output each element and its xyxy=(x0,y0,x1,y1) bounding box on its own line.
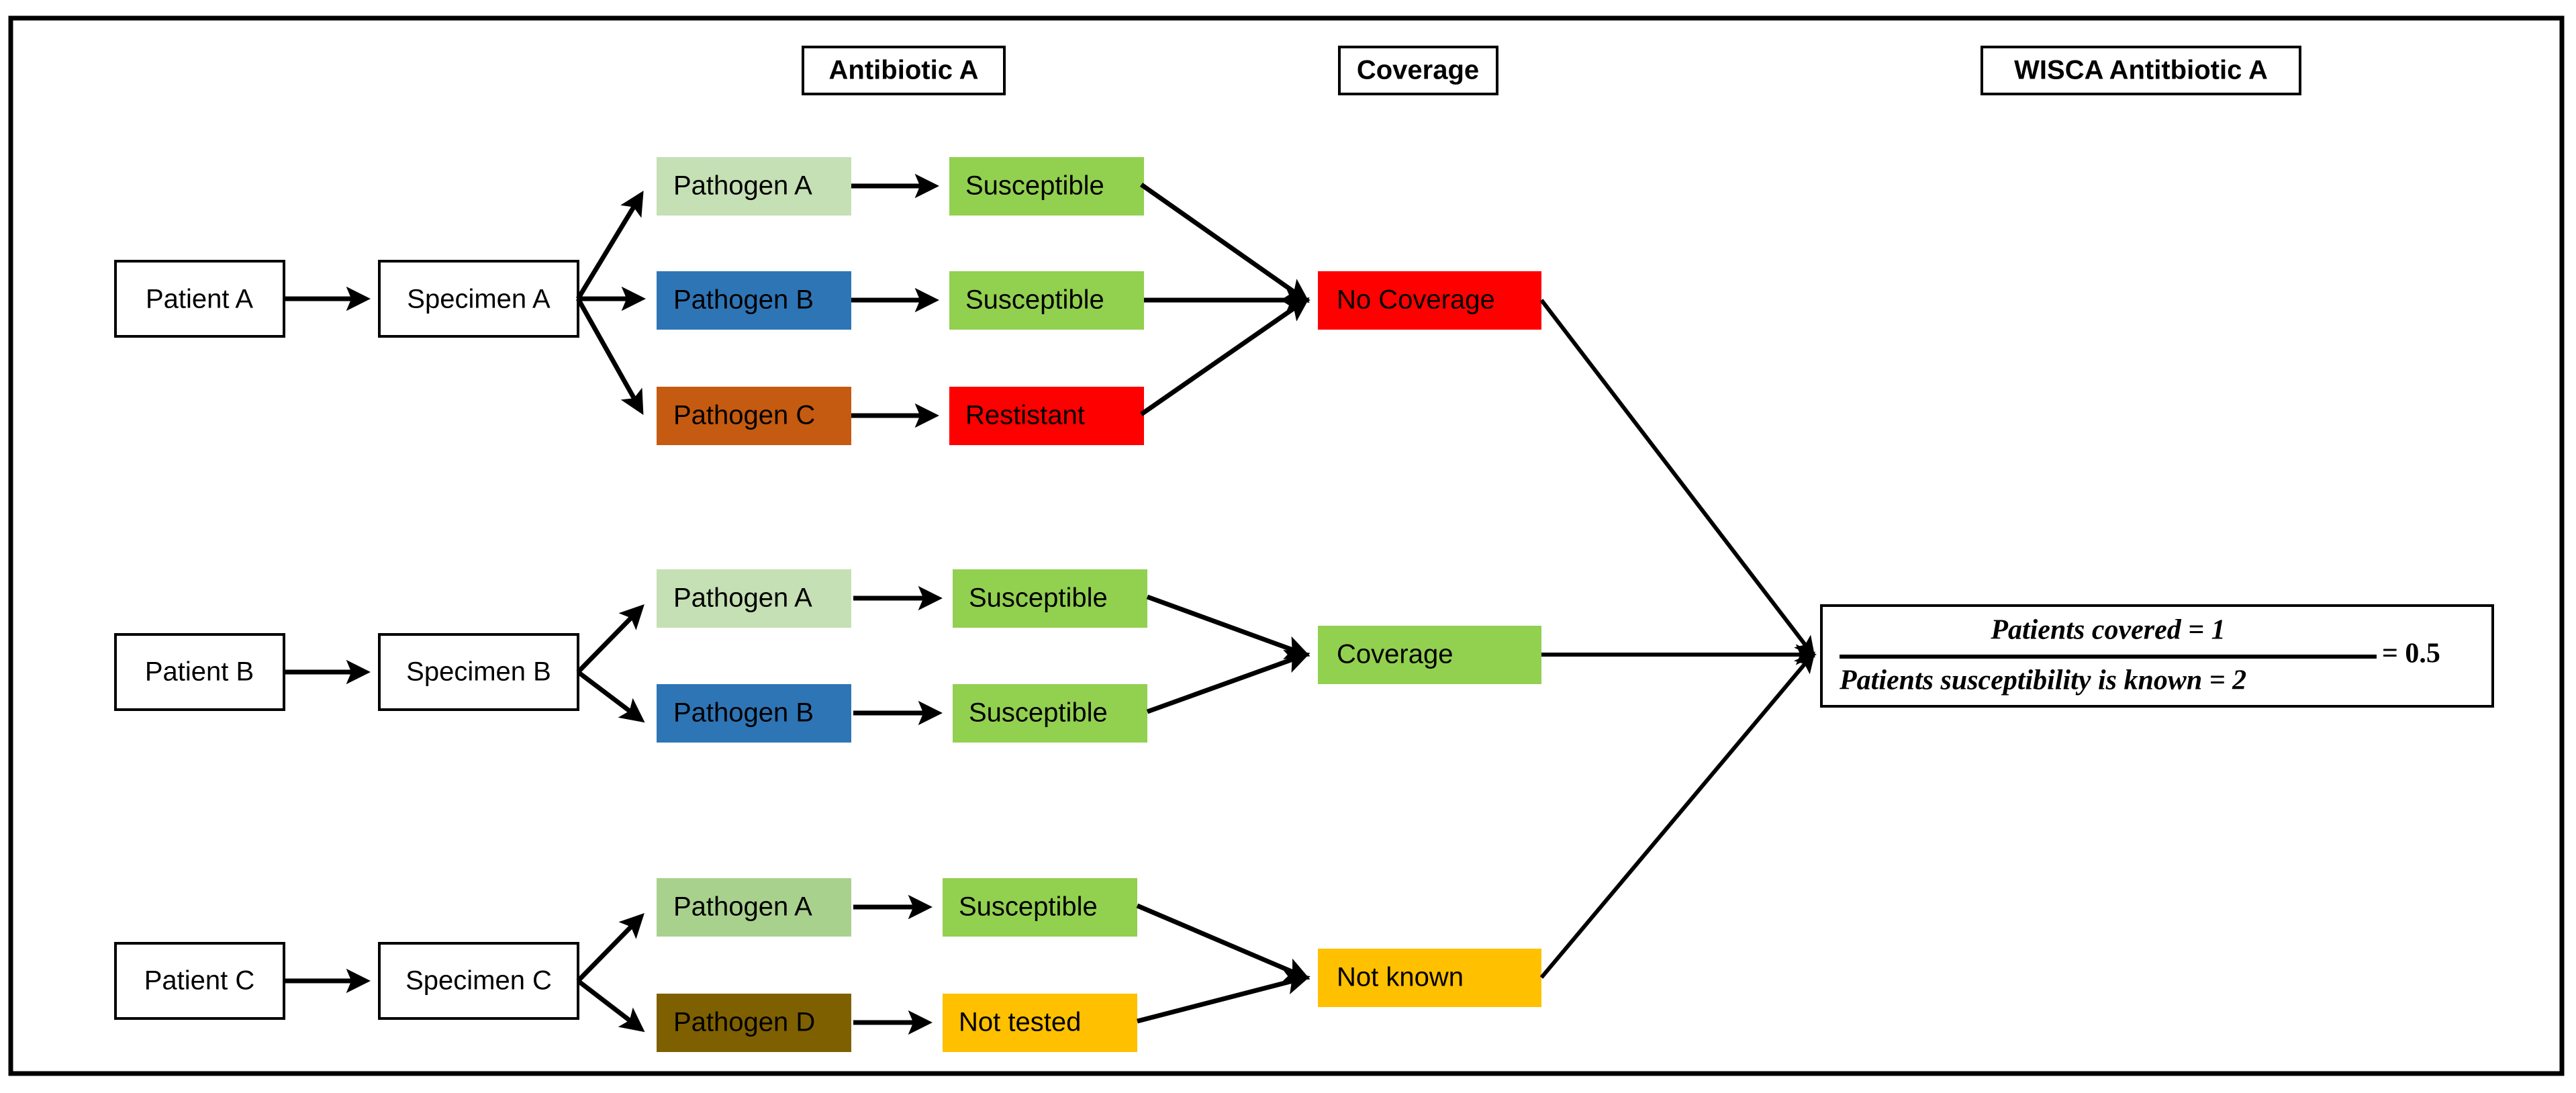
node-row-a-result-3-label: Restistant xyxy=(965,401,1085,430)
node-row-c-coverage-label: Not known xyxy=(1337,963,1464,992)
node-row-c-pathogen-d[interactable]: Pathogen D xyxy=(657,994,851,1052)
column-header-coverage-label: Coverage xyxy=(1357,56,1479,85)
column-header-wisca: WISCA Antitbiotic A xyxy=(1981,46,2301,95)
node-row-c-result-2-label: Not tested xyxy=(959,1008,1081,1037)
node-row-a-coverage-label: No Coverage xyxy=(1337,285,1495,315)
node-row-b-result-2-label: Susceptible xyxy=(969,698,1108,728)
node-row-a-pathogen-c[interactable]: Pathogen C xyxy=(657,387,851,445)
node-specimen-a[interactable]: Specimen A xyxy=(378,260,579,338)
node-specimen-c[interactable]: Specimen C xyxy=(378,942,579,1020)
edge-not-known-to-wisca xyxy=(1539,651,1815,979)
edge-specimen-a-to-pathogen-c xyxy=(575,297,644,416)
edge-row-b-result-2-to-coverage xyxy=(1146,649,1310,714)
node-row-a-result-2[interactable]: Susceptible xyxy=(949,271,1144,330)
node-row-a-coverage[interactable]: No Coverage xyxy=(1318,271,1541,330)
column-header-wisca-label: WISCA Antitbiotic A xyxy=(2014,56,2268,85)
node-row-b-pathogen-a-label: Pathogen A xyxy=(673,583,812,613)
node-patient-b[interactable]: Patient B xyxy=(114,633,285,711)
wisca-formula-result: = 0.5 xyxy=(2382,638,2440,669)
edge-specimen-c-to-pathogen-a xyxy=(576,912,645,983)
node-row-c-result-1[interactable]: Susceptible xyxy=(943,878,1137,937)
edge-specimen-b-to-pathogen-a xyxy=(576,604,645,674)
node-row-b-pathogen-a[interactable]: Pathogen A xyxy=(657,569,851,628)
node-row-b-coverage-label: Coverage xyxy=(1337,640,1453,669)
node-row-b-coverage[interactable]: Coverage xyxy=(1318,626,1541,684)
column-header-coverage: Coverage xyxy=(1338,46,1498,95)
node-row-c-result-1-label: Susceptible xyxy=(959,892,1098,922)
node-row-b-pathogen-b-label: Pathogen B xyxy=(673,698,814,728)
node-row-a-pathogen-a-label: Pathogen A xyxy=(673,171,812,201)
column-header-antibiotic-a: Antibiotic A xyxy=(802,46,1006,95)
node-specimen-c-label: Specimen C xyxy=(406,966,552,996)
edge-row-b-result-1-to-coverage xyxy=(1146,594,1310,660)
node-patient-b-label: Patient B xyxy=(145,657,254,687)
node-row-b-pathogen-b[interactable]: Pathogen B xyxy=(657,684,851,743)
diagram-outer-border xyxy=(8,15,2565,1076)
node-row-a-pathogen-b[interactable]: Pathogen B xyxy=(657,271,851,330)
edge-specimen-a-to-pathogen-a xyxy=(576,191,644,300)
edge-specimen-b-to-pathogen-b xyxy=(576,670,645,723)
node-row-a-result-2-label: Susceptible xyxy=(965,285,1104,315)
node-row-a-pathogen-a[interactable]: Pathogen A xyxy=(657,157,851,216)
node-row-a-result-1-label: Susceptible xyxy=(965,171,1104,201)
node-row-b-result-1[interactable]: Susceptible xyxy=(953,569,1147,628)
node-row-a-pathogen-c-label: Pathogen C xyxy=(673,401,815,430)
node-row-a-result-1[interactable]: Susceptible xyxy=(949,157,1144,216)
node-row-c-pathogen-d-label: Pathogen D xyxy=(673,1008,815,1037)
node-patient-a[interactable]: Patient A xyxy=(114,260,285,338)
node-row-c-pathogen-a-label: Pathogen A xyxy=(673,892,812,922)
wisca-formula-numerator: Patients covered = 1 xyxy=(1990,615,2225,646)
node-row-a-result-3[interactable]: Restistant xyxy=(949,387,1144,445)
edge-row-a-result-1-to-coverage xyxy=(1139,183,1310,303)
node-row-c-result-2[interactable]: Not tested xyxy=(943,994,1137,1052)
node-patient-c[interactable]: Patient C xyxy=(114,942,285,1020)
node-specimen-b[interactable]: Specimen B xyxy=(378,633,579,711)
edge-specimen-c-to-pathogen-d xyxy=(576,979,645,1033)
node-row-b-result-2[interactable]: Susceptible xyxy=(953,684,1147,743)
node-row-a-pathogen-b-label: Pathogen B xyxy=(673,285,814,315)
node-row-c-pathogen-a[interactable]: Pathogen A xyxy=(657,878,851,937)
node-specimen-b-label: Specimen B xyxy=(406,657,551,687)
wisca-formula-denominator: Patients susceptibility is known = 2 xyxy=(1839,665,2246,696)
edge-row-a-result-3-to-coverage xyxy=(1140,297,1310,416)
node-specimen-a-label: Specimen A xyxy=(407,285,551,314)
edge-no-coverage-to-wisca xyxy=(1539,299,1815,658)
edge-row-c-result-2-to-coverage xyxy=(1137,970,1310,1024)
column-header-antibiotic-a-label: Antibiotic A xyxy=(829,56,979,85)
node-patient-a-label: Patient A xyxy=(146,285,253,314)
node-row-b-result-1-label: Susceptible xyxy=(969,583,1108,613)
node-wisca-formula[interactable]: Patients covered = 1 Patients susceptibi… xyxy=(1820,604,2494,708)
node-patient-c-label: Patient C xyxy=(144,966,255,996)
node-row-c-coverage[interactable]: Not known xyxy=(1318,949,1541,1007)
edge-row-c-result-1-to-coverage xyxy=(1136,903,1310,982)
